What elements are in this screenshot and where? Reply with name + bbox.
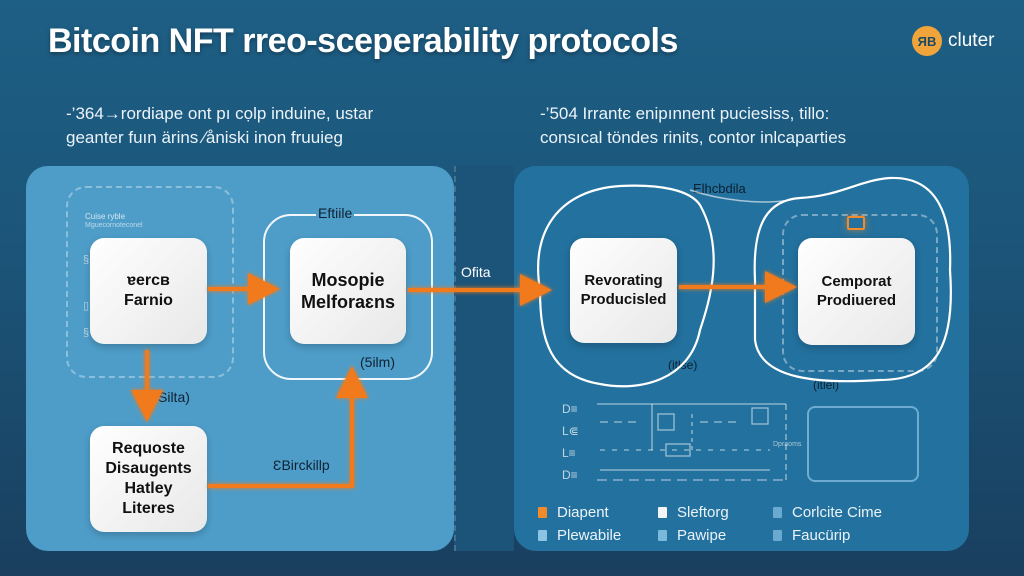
alert-badge-icon	[847, 216, 865, 230]
caption-left-line-2: geanter fuın ärins ∕åniski inon fruuieg	[66, 128, 343, 147]
node-cemporat-line-2: Prodiuered	[816, 291, 897, 309]
side-glyph-icon: §	[83, 327, 90, 339]
caption-left-line-1: -’364→rordiape ont pı cọlp induine, usta…	[66, 104, 374, 123]
caption-right-line-1: -’504 Irrantє enipınnent puciesiss, till…	[540, 104, 830, 123]
node-mosopie[interactable]: Mosopie Melforaɛns	[290, 238, 406, 344]
edge-label-down: Silta)	[158, 389, 190, 405]
brand[interactable]: ЯB cluter	[912, 26, 994, 56]
caption-left: -’364→rordiape ont pı cọlp induine, usta…	[66, 102, 373, 150]
node-requoste-line-2: Disaugents	[105, 460, 192, 477]
node-revorating-line-1: Revorating	[584, 271, 663, 289]
legend-label: Diapent	[557, 504, 609, 521]
page-title: Bitcoin NFT rreo-sceperability protocols	[48, 22, 678, 60]
dashed-group-caption: Cuise ryble	[85, 212, 126, 221]
legend-label: Sleftorg	[677, 504, 729, 521]
legend-swatch	[773, 530, 782, 541]
legend: Diapent Sleftorg Corlcite Cime Plewabile…	[538, 504, 933, 544]
legend-item: Faucürip	[773, 527, 933, 544]
loop-label: Elhcbdila	[693, 181, 746, 196]
node-farnio[interactable]: ɐercʙ Farnio	[90, 238, 207, 344]
side-glyph-icon: §	[83, 254, 90, 266]
connector-strip	[454, 166, 514, 551]
node-cemporat[interactable]: Cemporat Prodiuered	[798, 238, 915, 345]
node-requoste-line-4: Literes	[122, 500, 175, 517]
node-mosopie-line-1: Mosopie	[311, 269, 385, 290]
node-farnio-line-1: ɐercʙ	[127, 272, 170, 289]
dashed-group-box	[66, 186, 234, 378]
node-farnio-line-2: Farnio	[124, 292, 173, 309]
schematic-glyph-icon: L≡	[562, 446, 576, 460]
brand-name: cluter	[948, 30, 995, 51]
node-revorating-sublabel: (itlse)	[668, 358, 698, 372]
caption-right-line-2: consıcal töndes rinits, contor inlcapart…	[540, 128, 847, 147]
caption-right: -’504 Irrantє enipınnent puciesiss, till…	[540, 102, 846, 150]
node-requoste-line-3: Hatley	[124, 480, 173, 497]
node-requoste[interactable]: Requoste Disaugents Hatley Literes	[90, 426, 207, 532]
legend-swatch	[658, 507, 667, 518]
legend-swatch	[538, 507, 547, 518]
node-requoste-line-1: Requoste	[112, 440, 185, 457]
schematic-label: Dpraoms	[773, 441, 802, 448]
outline-label-top: Eftiile	[316, 205, 355, 221]
legend-item: Sleftorg	[658, 504, 773, 521]
schematic-empty-frame	[807, 406, 919, 482]
node-revorating-line-2: Producisled	[580, 290, 667, 308]
legend-label: Faucürip	[792, 527, 851, 544]
schematic-glyph-column: D≡ L⋐ L≡ D≡	[562, 398, 579, 486]
edge-label-up: ƐBirckillp	[273, 457, 330, 473]
schematic-glyph-icon: D≡	[562, 468, 578, 482]
dashed-group-subcaption: Mguecornoteconel	[85, 222, 143, 229]
connector-label: Ofita	[461, 264, 491, 280]
legend-item: Diapent	[538, 504, 658, 521]
brand-logo-icon: ЯB	[912, 26, 942, 56]
legend-label: Plewabile	[557, 527, 622, 544]
side-glyph-icon: ▯	[83, 300, 90, 312]
legend-swatch	[658, 530, 667, 541]
legend-item: Corlcite Cime	[773, 504, 933, 521]
legend-label: Corlcite Cime	[792, 504, 883, 521]
legend-item: Pawipe	[658, 527, 773, 544]
node-revorating[interactable]: Revorating Producisled	[570, 238, 677, 343]
legend-swatch	[773, 507, 782, 518]
outline-label-bottom: (5ilm)	[360, 354, 395, 370]
node-cemporat-line-1: Cemporat	[821, 272, 892, 290]
legend-label: Pawipe	[677, 527, 727, 544]
legend-swatch	[538, 530, 547, 541]
node-cemporat-sublabel: (itlel)	[813, 378, 839, 392]
schematic-glyph-icon: L⋐	[562, 424, 579, 438]
schematic-glyph-icon: D≡	[562, 402, 578, 416]
legend-item: Plewabile	[538, 527, 658, 544]
node-mosopie-line-2: Melforaɛns	[301, 292, 395, 312]
